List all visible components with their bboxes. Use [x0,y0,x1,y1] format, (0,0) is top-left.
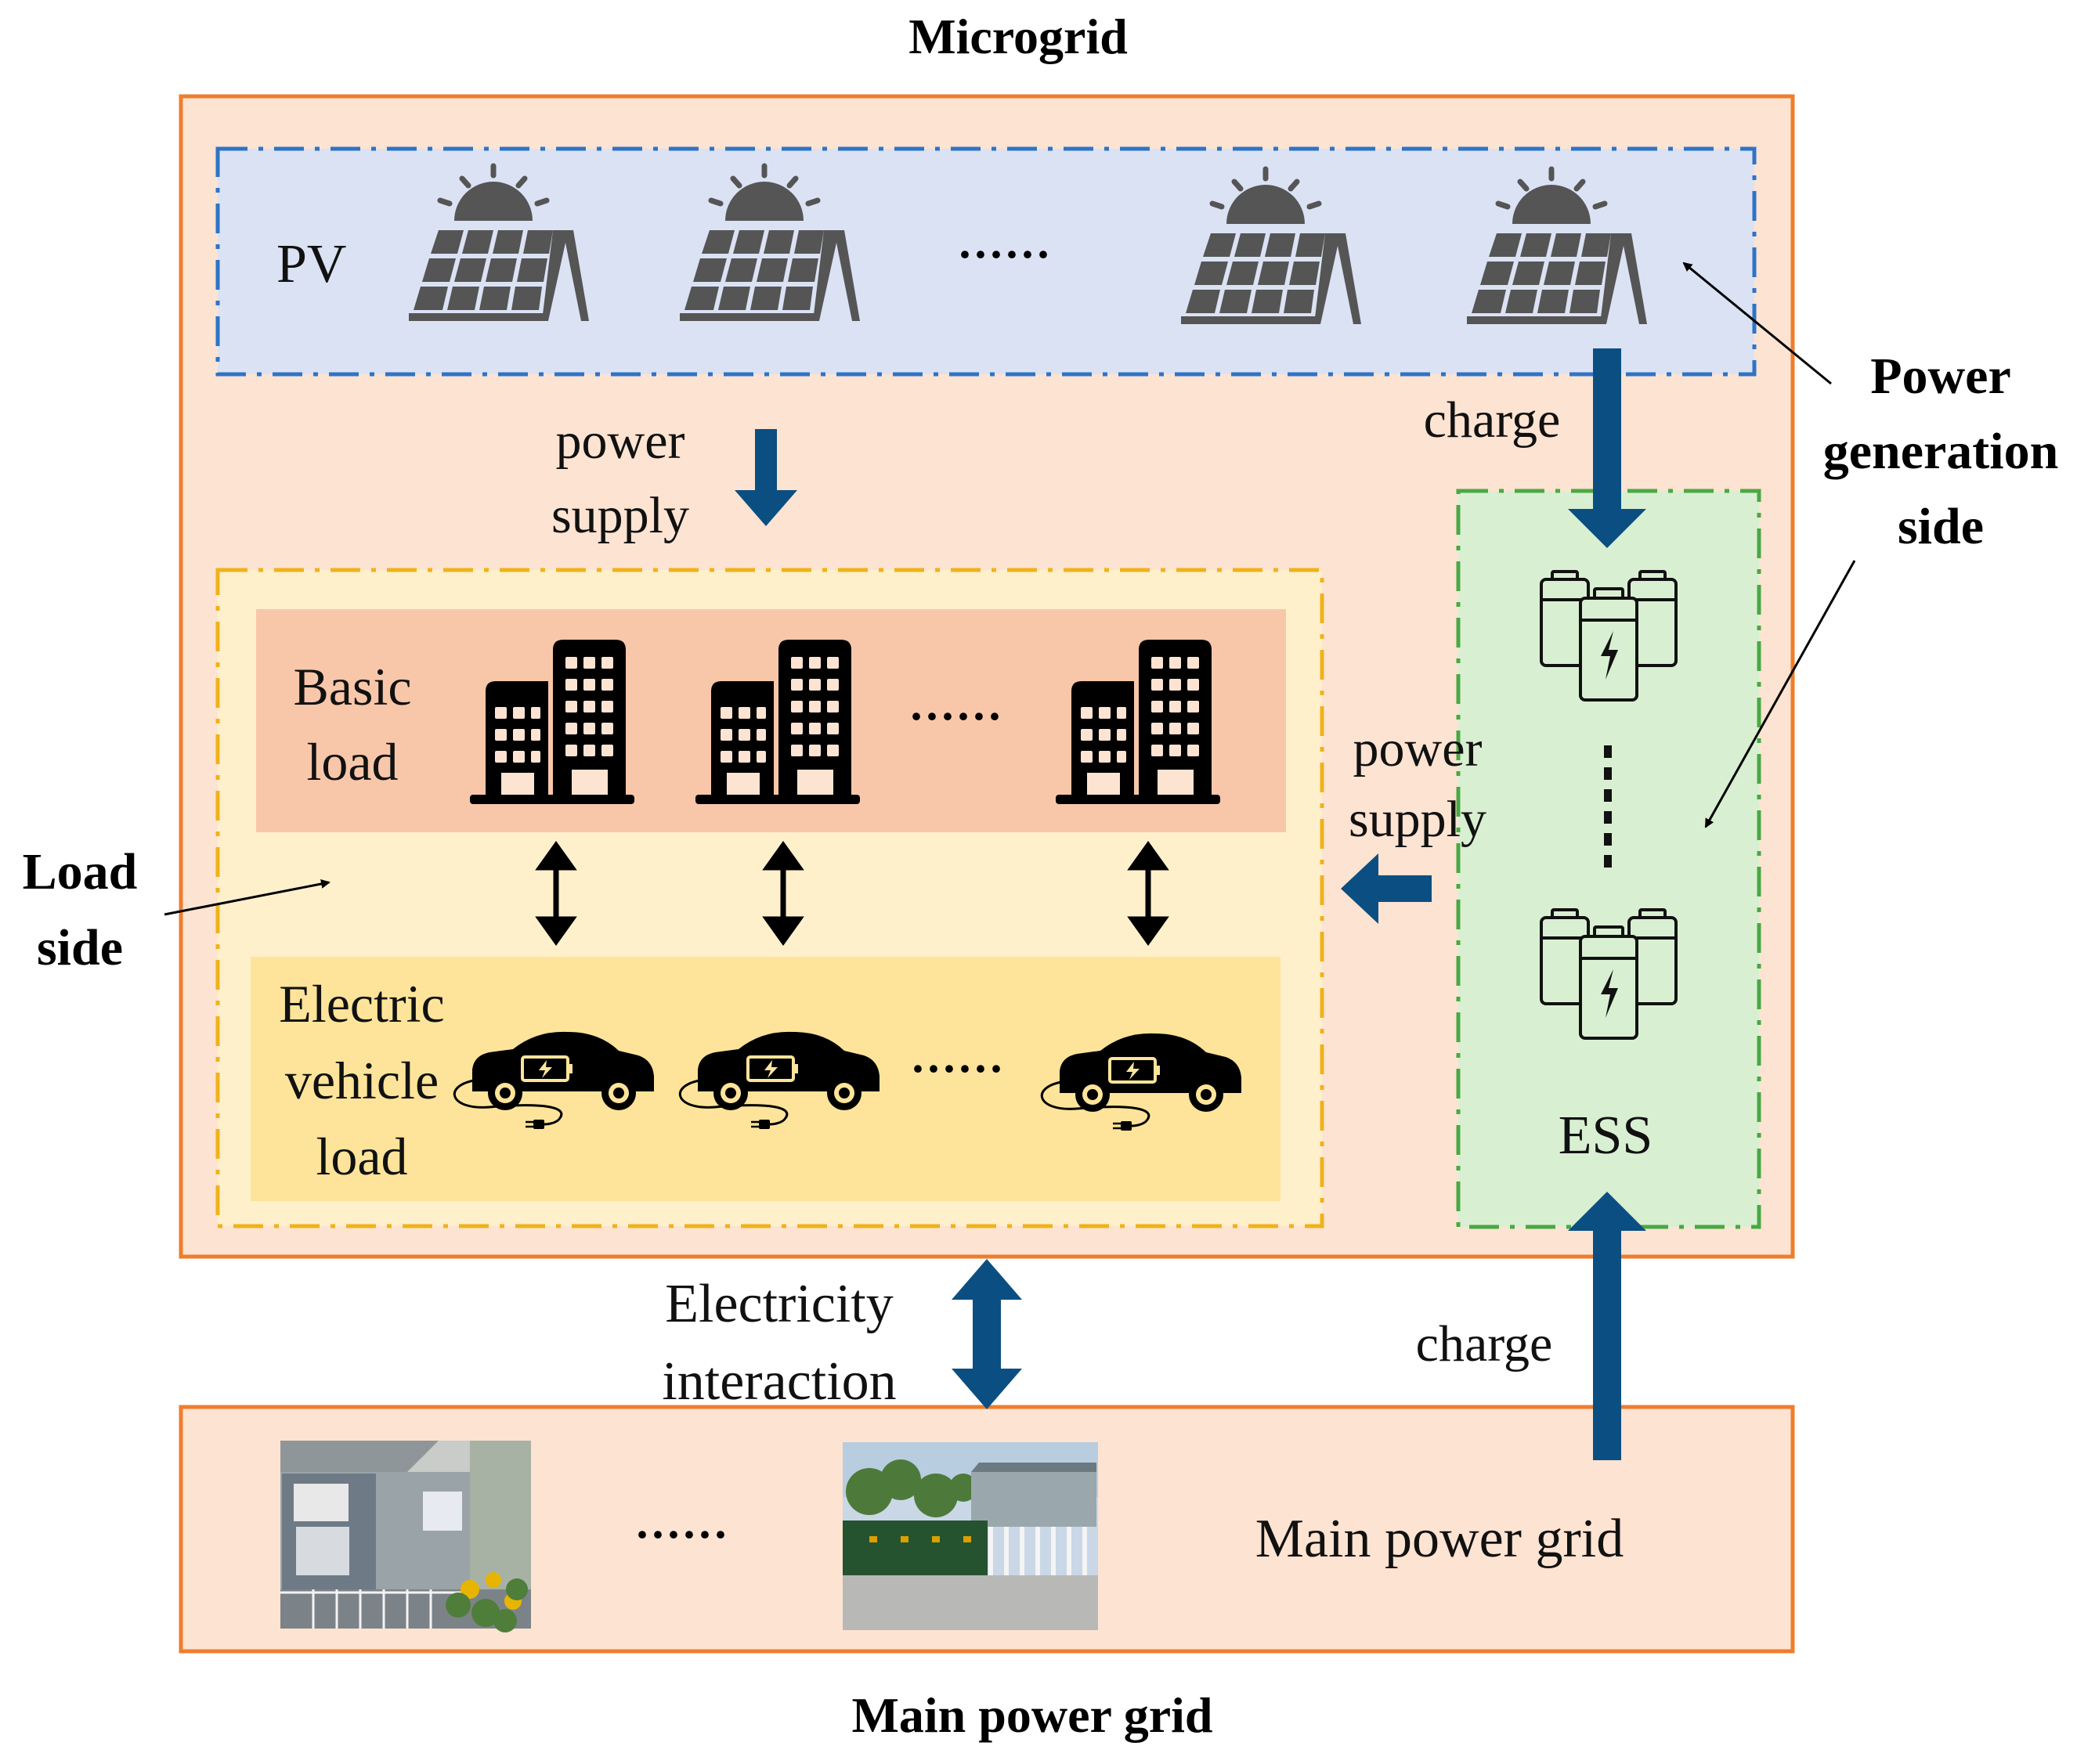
ess-ellipsis [1604,745,1612,868]
ess-to-load-label-1: power [1353,720,1483,777]
power-generation-label-2: generation [1823,423,2059,480]
power-generation-label-1: Power [1870,348,2011,405]
ev-load-ellipsis: ······ [910,1043,1004,1095]
main-grid-ellipsis: ······ [634,1509,728,1560]
grid-exchange-arrow [952,1259,1022,1409]
ess-to-load-label-2: supply [1349,791,1486,848]
power-generation-label-3: side [1898,498,1984,555]
grid-exchange-label-1: Electricity [665,1274,894,1334]
power-generation-pointer-ess [1704,560,1856,828]
main-grid-label: Main power grid [1255,1509,1624,1569]
pv-to-load-arrow [735,429,797,526]
load-link-arrows [535,840,1169,947]
basic-load-ellipsis: ······ [908,691,1002,742]
power-generation-pointer-pv [1682,262,1832,385]
pv-to-load-label-1: power [556,413,685,470]
load-side-label-2: side [37,919,123,976]
substation-photo [280,1441,531,1632]
pv-to-ess-arrow [1568,348,1646,548]
grid-to-ess-arrow [1568,1192,1646,1460]
ess-to-load-arrow [1341,853,1432,924]
transformer-yard-photo [843,1442,1098,1630]
pv-to-load-label-2: supply [551,487,689,544]
ess-label: ESS [1559,1106,1653,1166]
basic-load-label-2: load [306,732,398,792]
pv-to-ess-label: charge [1424,391,1561,449]
ev-load-label-2: vehicle [285,1051,439,1110]
grid-to-ess-label: charge [1416,1315,1553,1373]
basic-load-label-1: Basic [293,657,411,716]
load-side-label-1: Load [23,843,138,900]
pv-label: PV [276,234,346,294]
ev-load-label-1: Electric [279,974,444,1034]
grid-exchange-label-2: interaction [662,1351,896,1412]
pv-ellipsis: ······ [957,229,1051,280]
microgrid-title: Microgrid [908,9,1128,64]
main-grid-title: Main power grid [851,1687,1212,1743]
load-side-pointer [164,879,331,916]
ev-load-label-3: load [316,1127,407,1186]
